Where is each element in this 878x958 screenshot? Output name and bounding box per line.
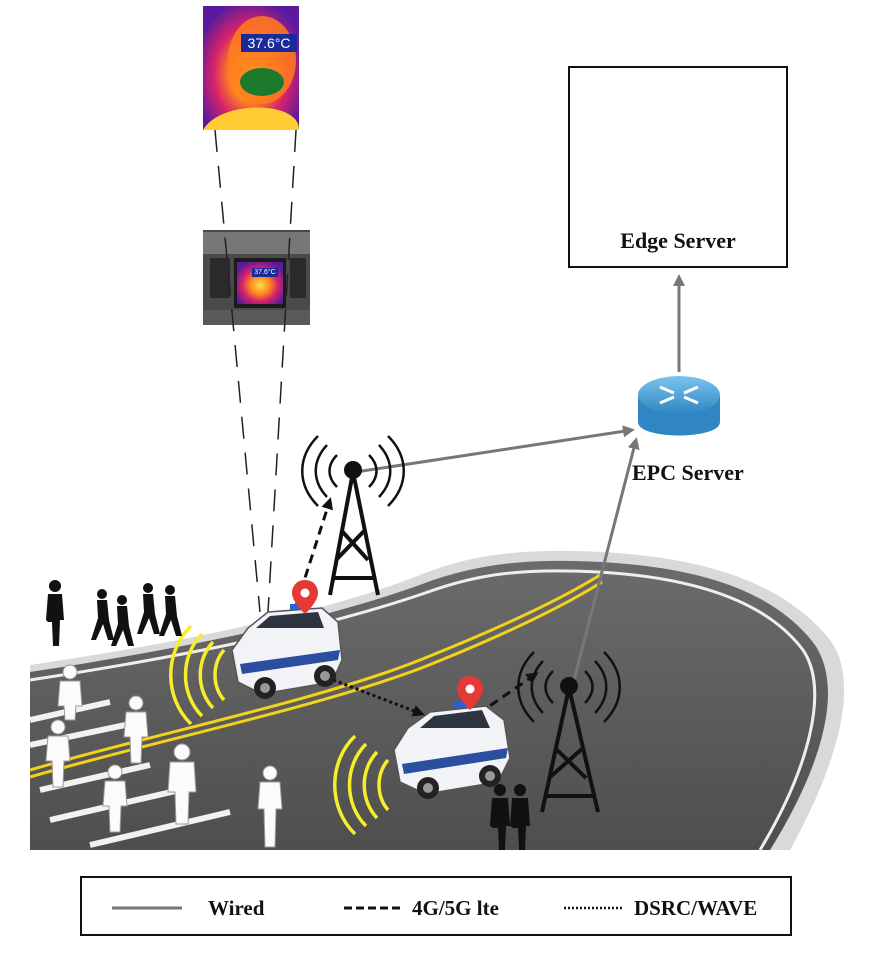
legend-lte-swatch <box>344 906 404 910</box>
thermal-image-top <box>203 6 300 130</box>
thermal-temperature-dash: 37.6°C <box>254 269 276 276</box>
police-car-icon-2 <box>393 702 511 799</box>
router-icon <box>638 376 720 436</box>
wired-link-tower1-router <box>355 425 635 474</box>
signal-waves-car2 <box>333 734 390 836</box>
wired-link-tower2-router <box>570 437 640 689</box>
legend-lte-label: 4G/5G lte <box>412 896 499 920</box>
epc-server-label: EPC Server <box>632 460 744 485</box>
lte-link-car2-tower2 <box>477 672 539 716</box>
dsrc-link-car1-car2 <box>291 662 425 717</box>
signal-waves-car1 <box>169 624 226 726</box>
edge-server-label: Edge Server <box>620 228 736 253</box>
camera-view-lines <box>214 129 297 613</box>
thermal-temperature-top: 37.6°C <box>247 35 291 51</box>
police-car-icon-1 <box>231 604 343 699</box>
legend-dsrc-swatch <box>564 906 624 910</box>
legend-wired-label: Wired <box>208 896 265 920</box>
legend-dsrc-label: DSRC/WAVE <box>634 896 758 920</box>
location-pin-icon-2 <box>457 676 483 710</box>
legend: Wired 4G/5G lte DSRC/WAVE <box>80 876 792 936</box>
pedestrian-group-black <box>46 580 530 850</box>
edge-server-box: Edge Server <box>568 66 788 268</box>
cell-tower-icon-2 <box>517 651 621 813</box>
legend-wired-swatch <box>112 906 182 910</box>
cell-tower-icon-1 <box>301 435 405 596</box>
thermal-dashboard <box>203 230 310 325</box>
pedestrian-group-white <box>45 664 283 848</box>
location-pin-icon-1 <box>292 580 318 614</box>
